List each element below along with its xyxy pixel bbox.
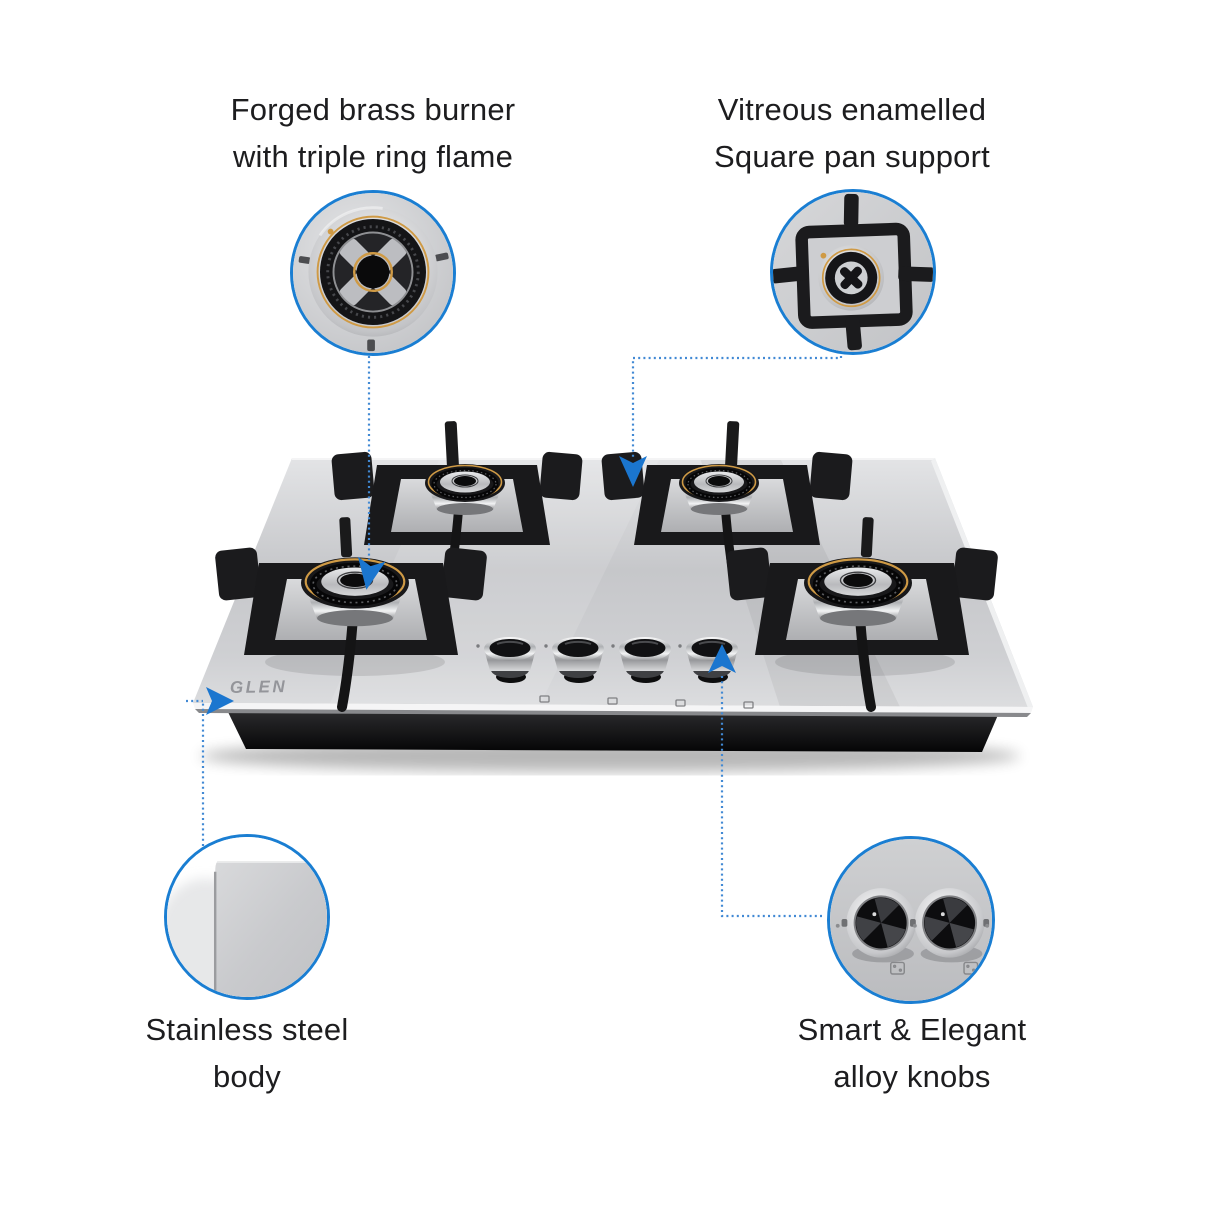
burner-closeup-photo <box>293 193 453 353</box>
pan-support-closeup-photo <box>773 192 933 352</box>
ignition-mark <box>820 252 827 259</box>
callout-circle-steel-body <box>164 834 330 1000</box>
label-stainless-steel-body: Stainless steel body <box>7 1006 487 1100</box>
ignition-mark <box>327 228 334 235</box>
label-forged-brass-burner: Forged brass burner with triple ring fla… <box>133 86 613 180</box>
label-line: Forged brass burner <box>230 92 516 127</box>
knobs-closeup-photo <box>830 839 992 1001</box>
label-line: Stainless steel <box>145 1012 349 1047</box>
label-line: Vitreous enamelled <box>717 92 987 127</box>
hob-base <box>228 712 998 752</box>
label-square-pan-support: Vitreous enamelled Square pan support <box>612 86 1092 180</box>
label-line: body <box>212 1059 282 1094</box>
label-line: alloy knobs <box>833 1059 991 1094</box>
callout-circle-pan-support <box>770 189 936 355</box>
steel-corner-photo <box>167 837 327 997</box>
label-alloy-knobs: Smart & Elegant alloy knobs <box>672 1006 1152 1100</box>
label-line: Square pan support <box>714 139 990 174</box>
label-line: with triple ring flame <box>232 139 514 174</box>
gas-hob-photo: GLEN <box>193 400 1033 772</box>
callout-circle-knobs <box>827 836 995 1004</box>
etched-marks <box>476 644 682 648</box>
knob-function-icons <box>890 961 979 975</box>
callout-circle-burner <box>290 190 456 356</box>
brand-logo: GLEN <box>230 677 288 697</box>
label-line: Smart & Elegant <box>797 1012 1027 1047</box>
